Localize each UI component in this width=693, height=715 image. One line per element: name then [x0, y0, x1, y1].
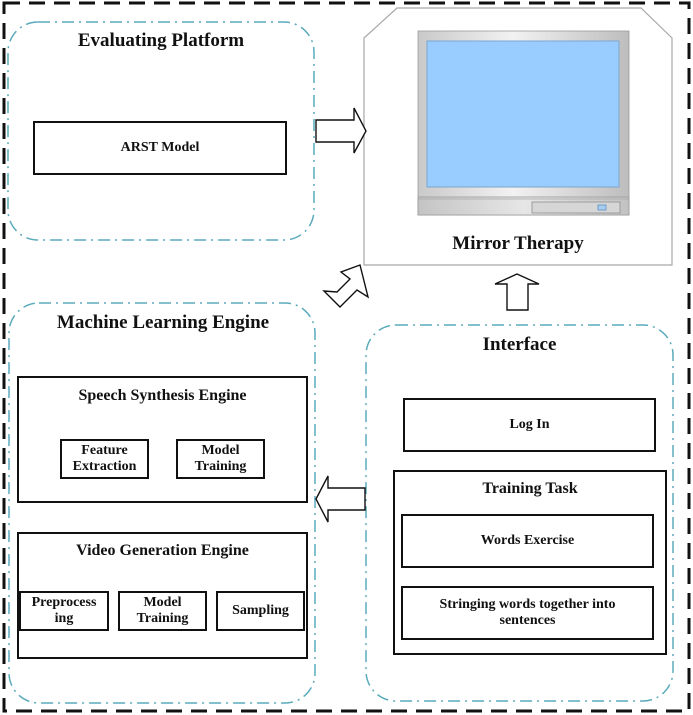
sampling-box: Sampling: [216, 591, 305, 631]
arrow-right-to-mirror-therapy: [315, 107, 367, 154]
arrow-diagonal-to-mirror-therapy: [322, 264, 370, 308]
video-generation-engine-title: Video Generation Engine: [76, 542, 249, 559]
monitor-screen: [426, 40, 620, 188]
evaluating-platform-border: [7, 21, 315, 241]
machine-learning-engine-border: [8, 302, 316, 704]
evaluating-platform-title: Evaluating Platform: [77, 30, 245, 51]
arrow-left-to-machine-learning: [315, 475, 366, 523]
arrow-up-to-mirror-therapy: [494, 273, 540, 311]
preprocessing-box: Preprocess ing: [19, 591, 109, 631]
speech-model-training-box: Model Training: [176, 439, 265, 479]
machine-learning-engine-title: Machine Learning Engine: [56, 312, 270, 333]
power-indicator: [597, 204, 607, 211]
feature-extraction-box: Feature Extraction: [60, 439, 149, 479]
stringing-words-box: Stringing words together into sentences: [401, 586, 654, 640]
training-task-title: Training Task: [482, 480, 578, 497]
interface-border: [365, 324, 674, 702]
mirror-therapy-title: Mirror Therapy: [452, 233, 584, 254]
log-in-box: Log In: [403, 398, 656, 452]
monitor-icon: [417, 30, 630, 216]
words-exercise-box: Words Exercise: [401, 514, 654, 568]
interface-title: Interface: [482, 334, 557, 355]
arst-model-box: ARST Model: [33, 121, 287, 175]
video-model-training-box: Model Training: [118, 591, 207, 631]
speech-synthesis-engine-title: Speech Synthesis Engine: [78, 387, 247, 404]
